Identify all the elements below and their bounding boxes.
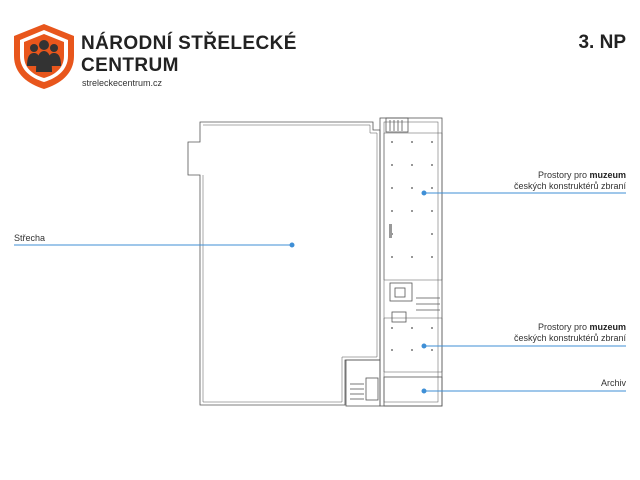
callout-museum-upper-bold: muzeum <box>589 170 626 180</box>
header: NÁRODNÍ STŘELECKÉ CENTRUM streleckecentr… <box>0 0 640 100</box>
callout-roof-label: Střecha <box>14 233 46 243</box>
callout-museum-lower-prefix: Prostory pro <box>537 322 590 332</box>
museum-hall-upper <box>383 132 443 281</box>
brand-url[interactable]: streleckecentrum.cz <box>82 78 163 88</box>
shield-logo-icon <box>14 24 74 89</box>
service-block <box>389 282 413 302</box>
callout-archive: Archiv <box>601 378 626 389</box>
callout-museum-upper-prefix: Prostory pro <box>537 170 590 180</box>
stair-top <box>385 117 409 133</box>
museum-hall-lower <box>383 317 443 373</box>
main-building-outline <box>379 117 443 407</box>
callout-museum-upper-line2: českých konstruktérů zbraní <box>513 181 626 191</box>
stair-bottom <box>345 359 381 407</box>
callout-museum-lower: Prostory pro muzeum českých konstruktérů… <box>514 322 626 344</box>
roof-outline <box>187 121 381 406</box>
brand-title-line1: NÁRODNÍ STŘELECKÉ <box>81 33 297 54</box>
callout-roof: Střecha <box>14 233 45 244</box>
callout-museum-lower-line2: českých konstruktérů zbraní <box>513 333 626 343</box>
main-building-inner <box>383 121 439 403</box>
roof-inner-outline <box>202 124 378 403</box>
floor-label: 3. NP <box>578 32 626 53</box>
callout-archive-label: Archiv <box>600 378 626 388</box>
callout-museum-upper: Prostory pro muzeum českých konstruktérů… <box>514 170 626 192</box>
callout-museum-lower-bold: muzeum <box>589 322 626 332</box>
brand-title-line2: CENTRUM <box>81 55 179 76</box>
